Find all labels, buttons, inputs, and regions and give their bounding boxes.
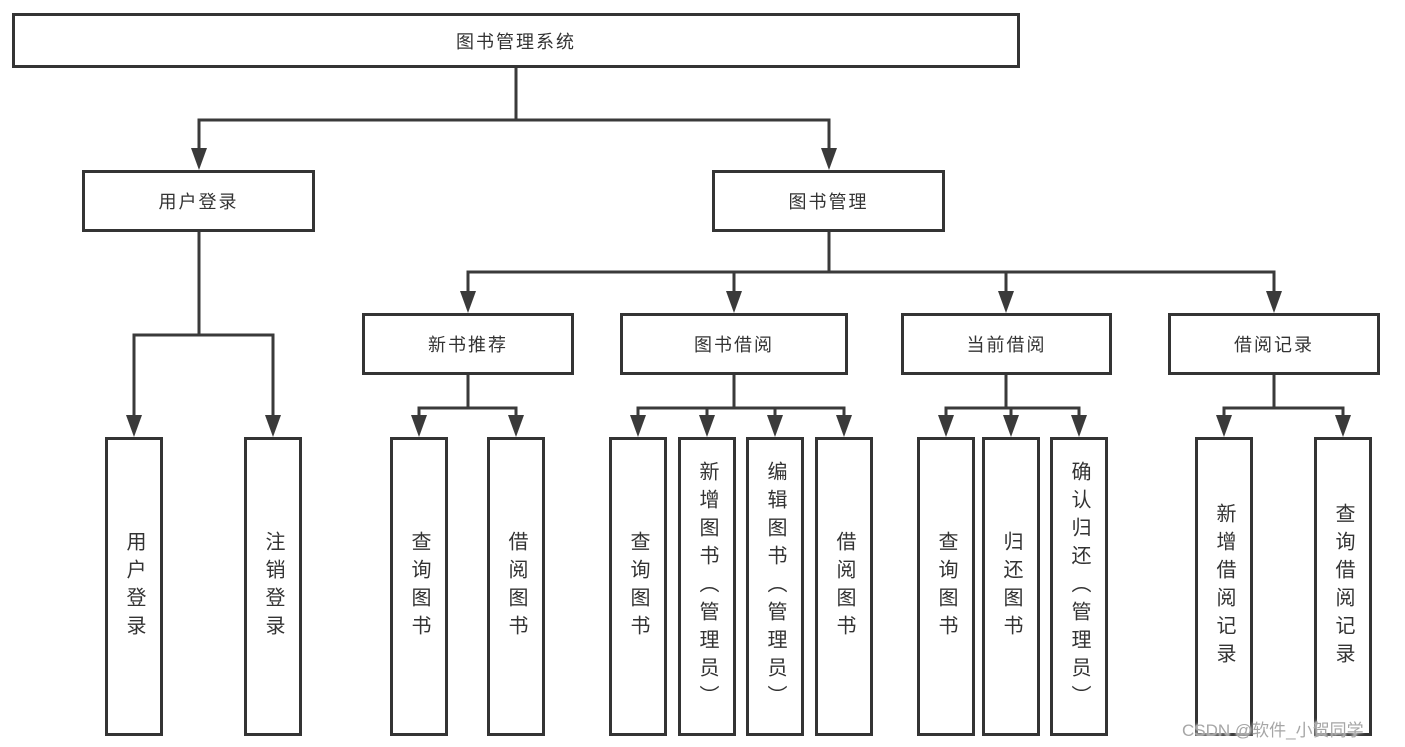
watermark: CSDN @软件_小贺同学	[1182, 721, 1364, 740]
leaf-confirm-return-admin: 确认归还（管理员）	[1050, 437, 1108, 736]
arrowhead	[460, 291, 476, 313]
node-current-borrow: 当前借阅	[901, 313, 1112, 375]
leaf-borrow-books-recommend: 借阅图书	[487, 437, 545, 736]
node-user-login: 用户登录	[82, 170, 315, 232]
leaf-query-books-current: 查询图书	[917, 437, 975, 736]
node-borrow-records: 借阅记录	[1168, 313, 1380, 375]
connector-root	[197, 66, 831, 154]
arrowhead	[726, 291, 742, 313]
leaf-logout: 注销登录	[244, 437, 302, 736]
arrowhead	[1266, 291, 1282, 313]
arrowhead	[836, 415, 852, 437]
node-new-book-recommend: 新书推荐	[362, 313, 574, 375]
node-book-management: 图书管理	[712, 170, 945, 232]
node-root: 图书管理系统	[12, 13, 1020, 68]
arrowhead	[265, 415, 281, 437]
arrowhead	[1071, 415, 1087, 437]
leaf-return-book: 归还图书	[982, 437, 1040, 736]
leaf-user-login: 用户登录	[105, 437, 163, 736]
arrowhead	[1216, 415, 1232, 437]
arrowhead	[998, 291, 1014, 313]
arrowhead	[767, 415, 783, 437]
arrowhead	[938, 415, 954, 437]
leaf-borrow-books: 借阅图书	[815, 437, 873, 736]
connector-book-borrow	[636, 373, 846, 421]
arrowhead	[508, 415, 524, 437]
leaf-query-books-borrow: 查询图书	[609, 437, 667, 736]
leaf-query-books-recommend: 查询图书	[390, 437, 448, 736]
arrowhead	[1003, 415, 1019, 437]
connector-borrow-records	[1222, 373, 1345, 421]
leaf-add-book-admin: 新增图书（管理员）	[678, 437, 736, 736]
node-book-borrow: 图书借阅	[620, 313, 848, 375]
connector-new-book	[417, 373, 518, 421]
leaf-add-borrow-record: 新增借阅记录	[1195, 437, 1253, 736]
arrowhead	[126, 415, 142, 437]
connector-book-management	[466, 230, 1276, 297]
arrowhead	[699, 415, 715, 437]
arrowhead	[1335, 415, 1351, 437]
connector-user-login	[132, 230, 275, 421]
leaf-edit-book-admin: 编辑图书（管理员）	[746, 437, 804, 736]
connector-current-borrow	[944, 373, 1081, 421]
arrowhead	[821, 148, 837, 170]
arrowhead	[630, 415, 646, 437]
arrowhead	[411, 415, 427, 437]
leaf-query-borrow-record: 查询借阅记录	[1314, 437, 1372, 736]
arrowhead	[191, 148, 207, 170]
